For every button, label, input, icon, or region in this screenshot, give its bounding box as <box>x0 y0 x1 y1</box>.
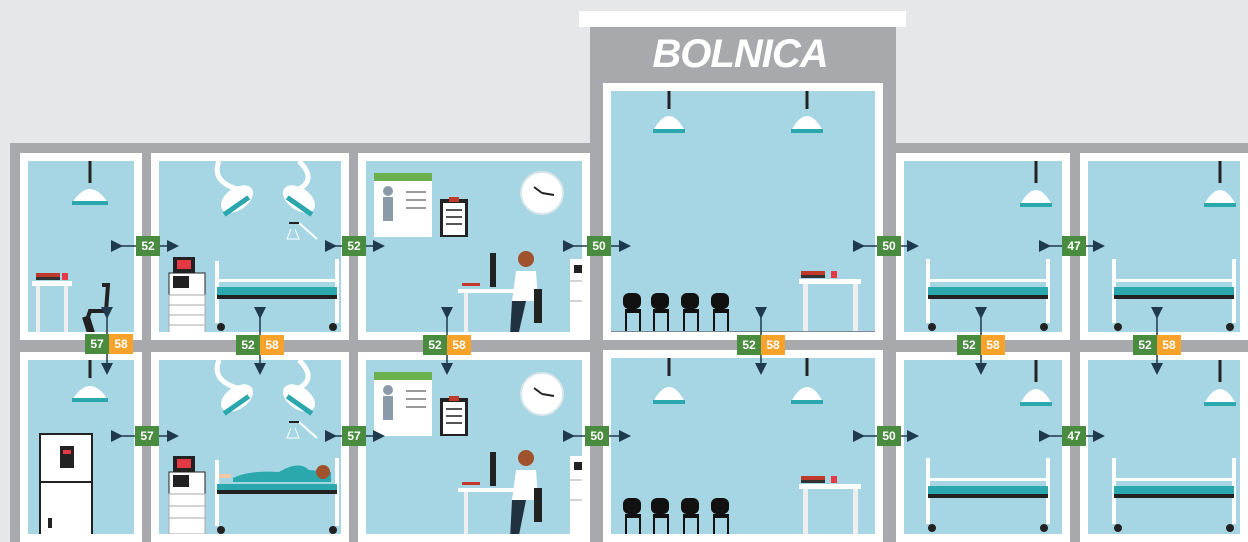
bed-icon <box>215 259 339 331</box>
bed-icon <box>1112 259 1236 331</box>
vertical-green-value: 52 <box>236 335 260 355</box>
distance-value: 50 <box>587 236 611 256</box>
monitor-cart-icon <box>168 257 206 332</box>
room-surgery-bottom <box>151 352 349 542</box>
vertical-orange-value: 58 <box>1157 335 1181 355</box>
distance-badge: 47 <box>1062 426 1086 446</box>
desk-icon <box>32 273 72 332</box>
monitor-cart-icon <box>168 456 206 534</box>
desk-icon <box>799 476 861 534</box>
distance-value: 50 <box>585 426 609 446</box>
distance-value: 47 <box>1062 426 1086 446</box>
clock-icon <box>520 372 564 416</box>
clock-icon <box>520 171 564 215</box>
distance-badge: 50 <box>877 426 901 446</box>
distance-badge: 52 <box>136 236 160 256</box>
vertical-orange-value: 58 <box>260 335 284 355</box>
room-consult-top <box>358 153 590 340</box>
room-consult-bottom <box>358 352 590 542</box>
bed-icon <box>926 458 1050 532</box>
vertical-green-value: 57 <box>85 334 109 354</box>
vertical-green-value: 52 <box>1133 335 1157 355</box>
roof-cap <box>579 11 906 27</box>
room-lab-bottom <box>20 352 142 542</box>
lamp-icon <box>1204 161 1236 207</box>
distance-value: 52 <box>136 236 160 256</box>
surgical-lamp-icon <box>214 360 318 439</box>
clipboard-icon <box>440 197 468 237</box>
vertical-green-value: 52 <box>737 335 761 355</box>
lamp-icon <box>1020 360 1052 406</box>
distance-badge: 50 <box>877 236 901 256</box>
refrigerator-icon <box>39 433 93 534</box>
doctor-icon <box>458 450 542 534</box>
distance-badge: 50 <box>585 426 609 446</box>
distance-badge: 50 <box>587 236 611 256</box>
distance-value: 52 <box>342 236 366 256</box>
distance-value: 57 <box>135 426 159 446</box>
vertical-orange-value: 58 <box>761 335 785 355</box>
lamp-icon <box>1020 161 1052 207</box>
doctor-icon <box>458 251 542 332</box>
lamp-icon <box>1204 360 1236 406</box>
patient-bed-icon <box>215 458 339 534</box>
surgical-lamp-icon <box>214 161 318 240</box>
vertical-orange-value: 58 <box>109 334 133 354</box>
distance-value: 50 <box>877 236 901 256</box>
room-ward-top-2 <box>1080 153 1248 340</box>
distance-badge: 57 <box>342 426 366 446</box>
bed-icon <box>926 259 1050 331</box>
shelf-icon <box>570 259 582 332</box>
vertical-orange-value: 58 <box>447 335 471 355</box>
chairs-icon <box>611 293 875 332</box>
desk-icon <box>799 271 861 331</box>
distance-badge: 57 <box>135 426 159 446</box>
distance-badge: 47 <box>1062 236 1086 256</box>
vertical-green-value: 52 <box>957 335 981 355</box>
anatomy-chart-icon <box>374 173 432 237</box>
anatomy-chart-icon <box>374 372 432 436</box>
distance-value: 47 <box>1062 236 1086 256</box>
room-waiting-top <box>603 83 883 340</box>
chairs-icon <box>623 498 729 534</box>
vertical-orange-value: 58 <box>981 335 1005 355</box>
lamp-icon <box>653 358 823 404</box>
clipboard-icon <box>440 396 468 436</box>
distance-value: 50 <box>877 426 901 446</box>
building-title: BOLNICA <box>652 32 828 76</box>
vertical-green-value: 52 <box>423 335 447 355</box>
chair-icon <box>82 283 111 332</box>
lamp-icon <box>72 360 108 402</box>
bed-icon <box>1112 458 1236 532</box>
shelf-icon <box>570 456 582 534</box>
lamp-icon <box>653 91 823 133</box>
distance-value: 57 <box>342 426 366 446</box>
distance-badge: 52 <box>342 236 366 256</box>
lamp-icon <box>72 161 108 205</box>
room-ward-bottom-2 <box>1080 352 1248 542</box>
